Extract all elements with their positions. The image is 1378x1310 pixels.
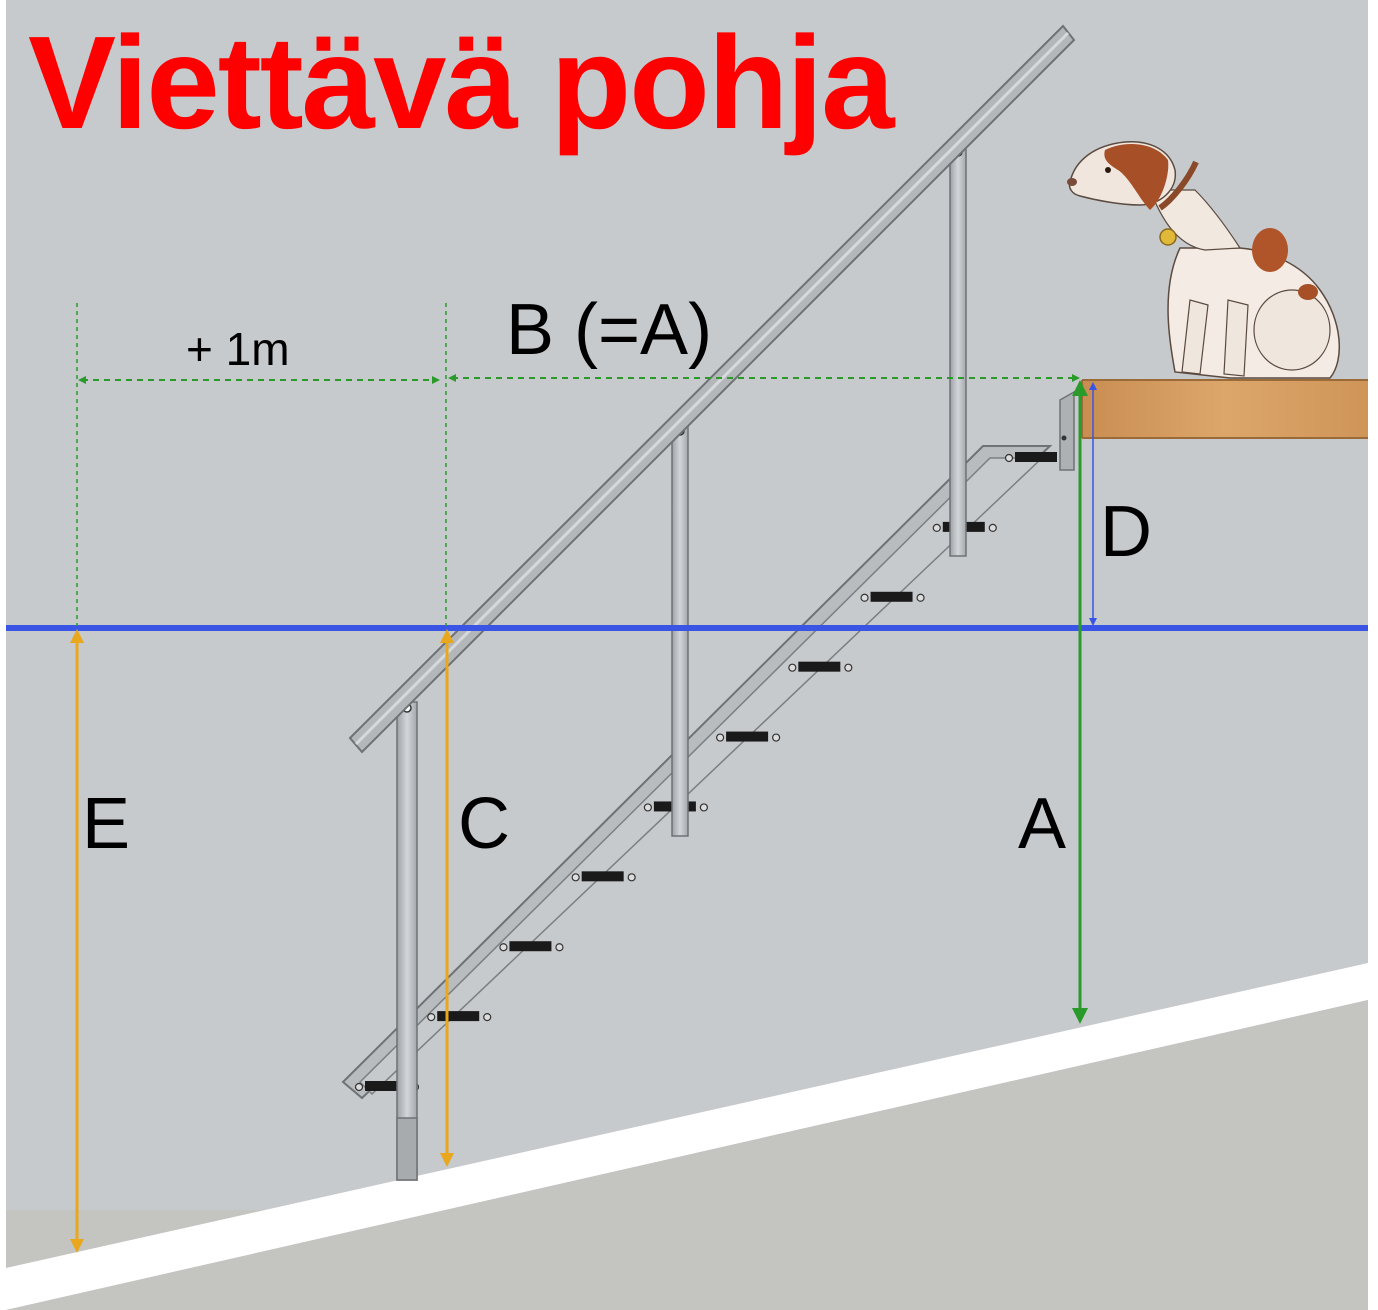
sloped-ground xyxy=(6,963,1368,1310)
page-title: Viettävä pohja xyxy=(28,9,895,156)
tread-bolt xyxy=(860,593,869,602)
label-plus-one-m: + 1m xyxy=(186,323,290,375)
tread-bolt xyxy=(932,523,941,532)
tread-bolt xyxy=(716,733,725,742)
top-bracket xyxy=(1059,390,1075,471)
tread-bolt xyxy=(788,663,797,672)
tread-bolt xyxy=(844,663,853,672)
stair-tread xyxy=(365,1081,407,1091)
post-left xyxy=(396,701,418,1181)
stair-tread xyxy=(1015,452,1057,462)
label-d: D xyxy=(1100,492,1152,572)
stair-tread xyxy=(870,591,913,602)
wooden-deck xyxy=(1081,379,1368,439)
tread-bolt xyxy=(643,803,652,812)
tread-bolt xyxy=(483,1013,492,1022)
tread-bolt xyxy=(499,943,508,952)
railing-posts xyxy=(396,143,967,1181)
stair-tread xyxy=(437,1011,480,1022)
tread-bolt xyxy=(571,873,580,882)
label-c: C xyxy=(458,784,510,864)
stair-stringers xyxy=(341,445,1053,1100)
tread-bolt xyxy=(354,1082,364,1092)
stair-tread xyxy=(798,661,841,672)
sloped-ground-below xyxy=(6,1000,1368,1310)
guide-lines xyxy=(76,303,447,626)
tread-bolt xyxy=(427,1013,436,1022)
tread-bolt xyxy=(1004,453,1014,463)
label-a: A xyxy=(1018,784,1067,864)
dog-icon xyxy=(1067,141,1340,379)
tread-bolt xyxy=(772,733,781,742)
stair-tread xyxy=(509,941,552,952)
stair-tread xyxy=(726,731,769,742)
tread-bolt xyxy=(916,593,925,602)
tread-bolt xyxy=(699,803,708,812)
post-right xyxy=(949,143,967,557)
tread-bolt xyxy=(988,523,997,532)
label-b: B (=A) xyxy=(506,290,713,370)
label-e: E xyxy=(82,784,131,864)
tread-bolt xyxy=(627,873,636,882)
stair-tread xyxy=(581,871,624,882)
tread-bolt xyxy=(555,943,564,952)
